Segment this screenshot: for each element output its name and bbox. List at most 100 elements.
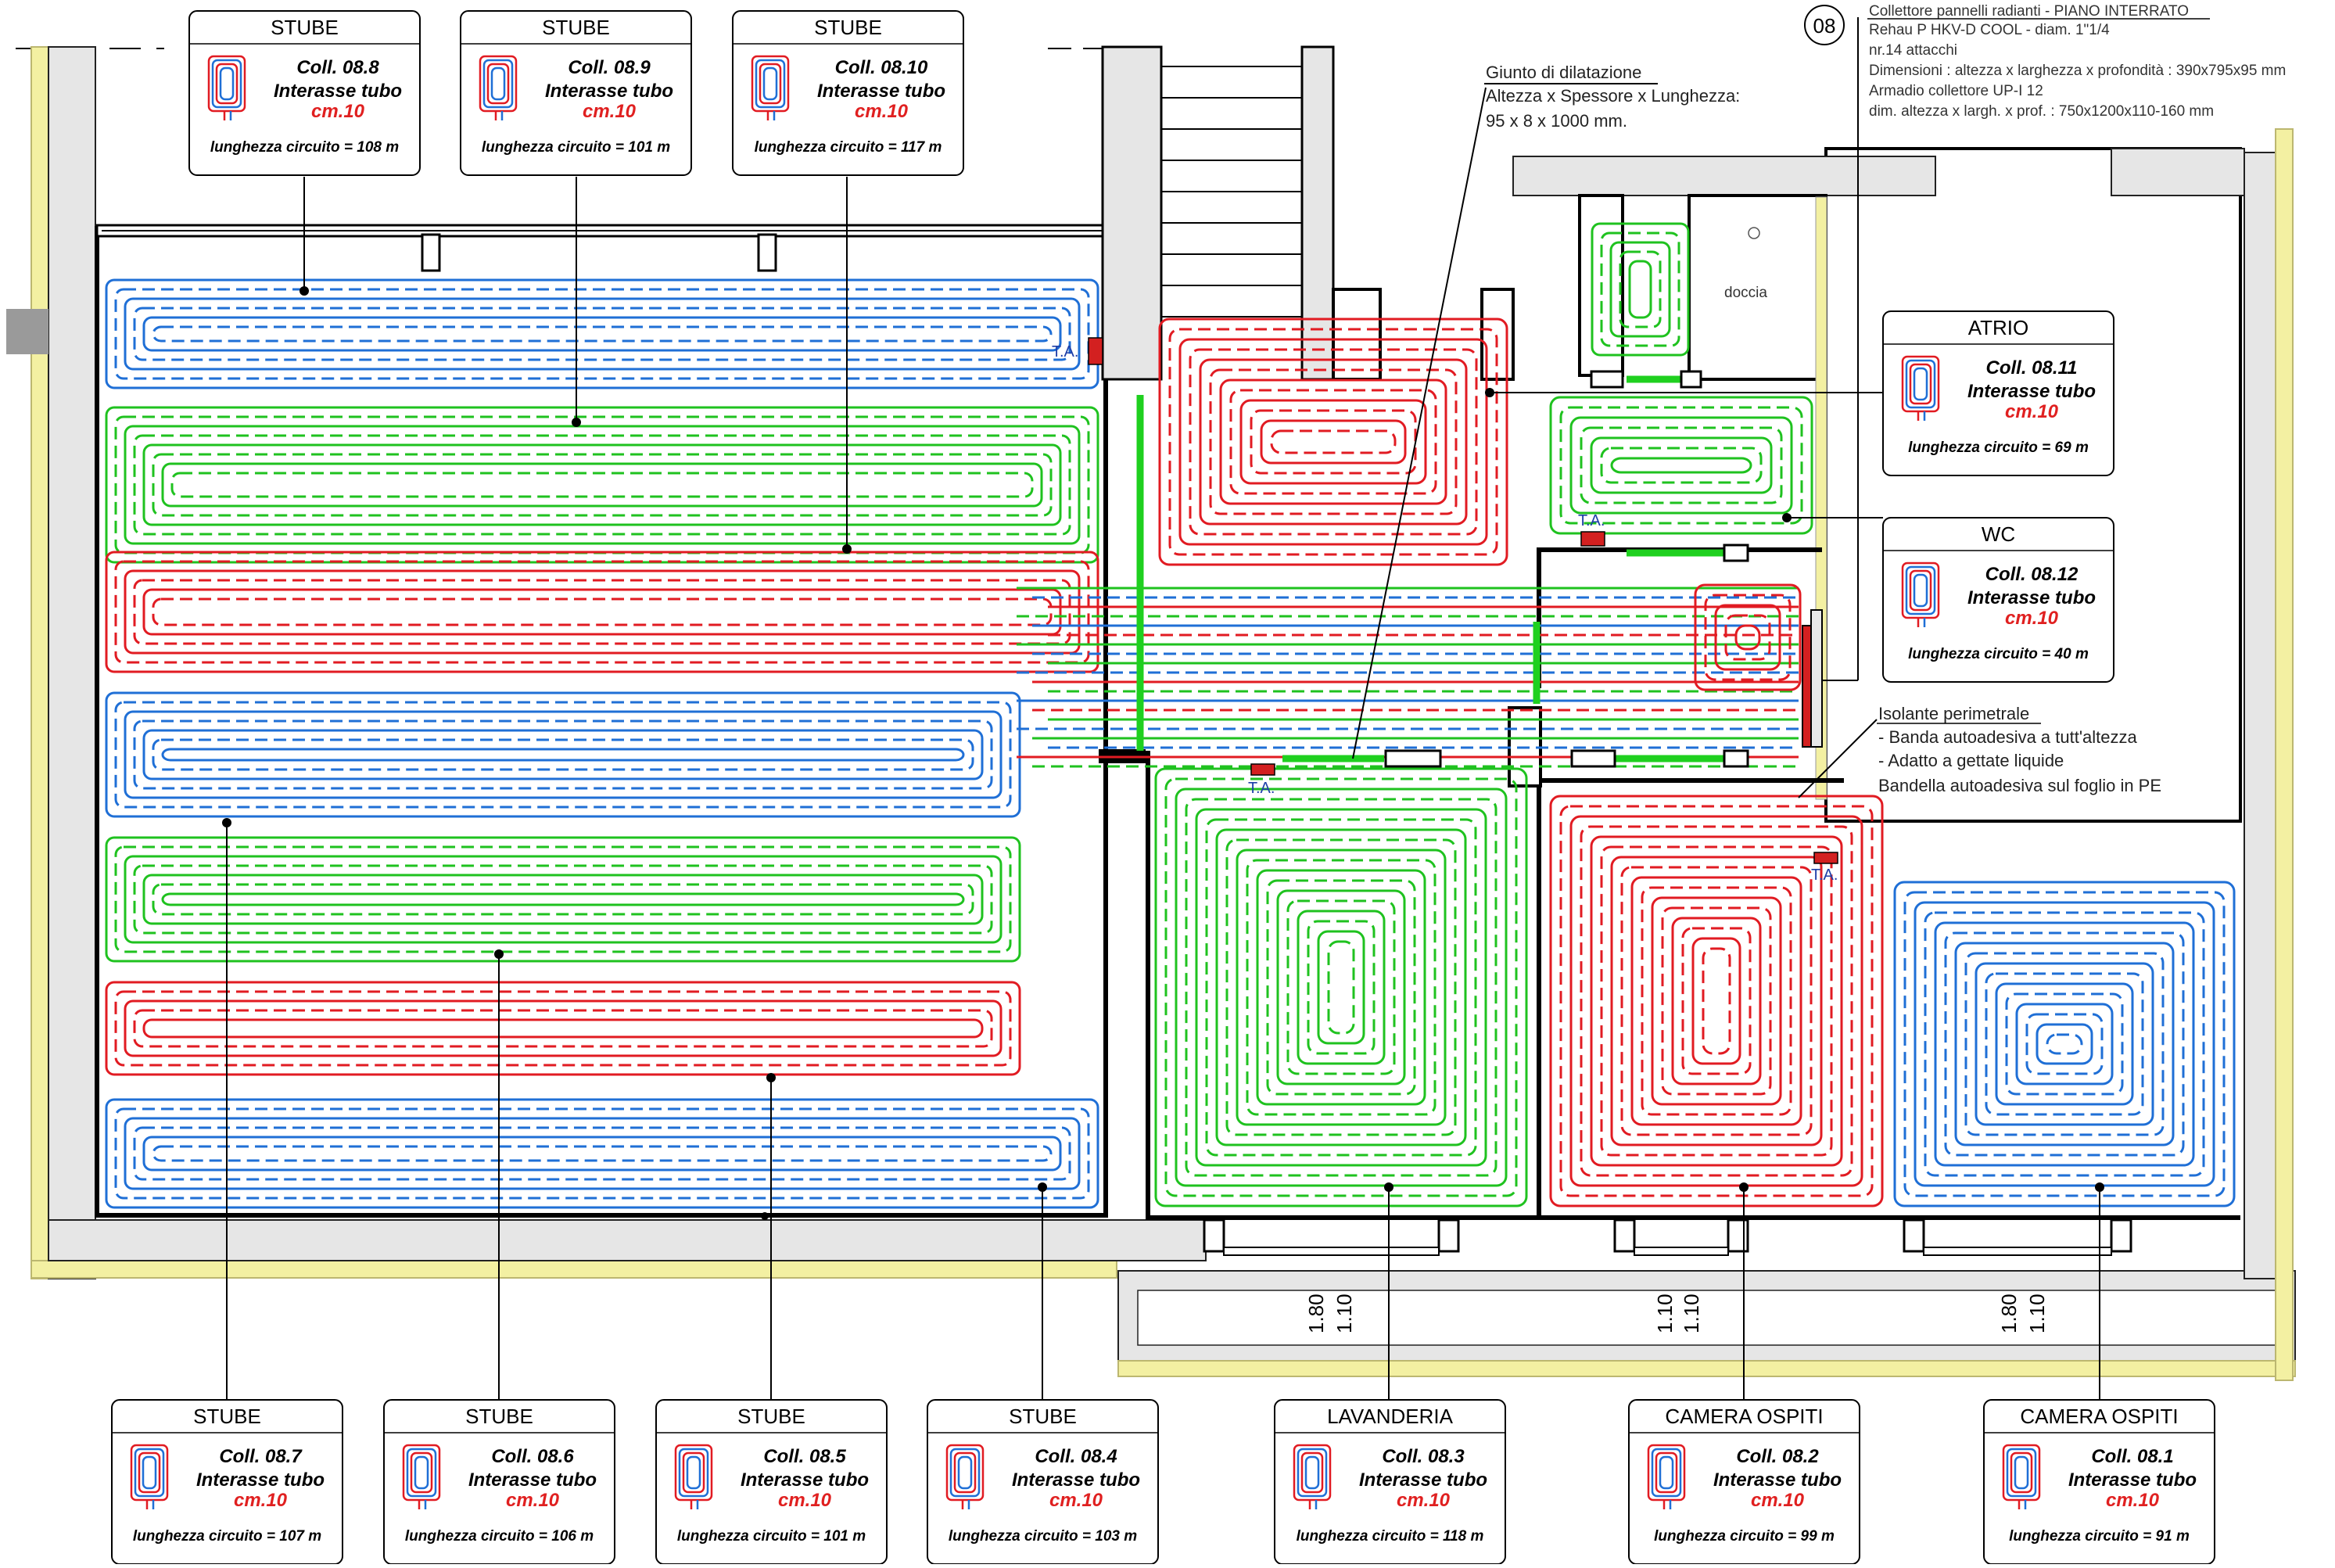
interasse-label: Interasse tubo	[196, 1469, 325, 1491]
circuit-length: lunghezza circuito = 101 m	[482, 139, 670, 156]
collector-id: Coll. 08.7	[219, 1446, 303, 1467]
dim-label: 1.10	[2025, 1294, 2049, 1333]
circuit-08-5	[105, 981, 1021, 1076]
dim-label: 1.10	[1680, 1294, 1703, 1333]
pipe-spacing: cm.10	[1049, 1490, 1103, 1511]
circuit-red-upper	[1158, 318, 1508, 566]
ta-label: T.A.	[1811, 867, 1838, 884]
collector-note-line: nr.14 attacchi	[1869, 42, 1957, 59]
collector-number: 08	[1813, 14, 1836, 38]
joint-note-title: Giunto di dilatazione	[1486, 63, 1641, 82]
ta-label: T.A.	[1578, 512, 1605, 529]
interasse-label: Interasse tubo	[1967, 381, 2096, 402]
pipe-spacing: cm.10	[583, 101, 637, 122]
collector-note-line: Collettore pannelli radianti - PIANO INT…	[1869, 3, 2189, 20]
ta-label: T.A.	[1248, 780, 1275, 797]
collector-id: Coll. 08.1	[2091, 1446, 2173, 1467]
room-name: STUBE	[814, 16, 882, 39]
collector-number-badge	[1804, 5, 1845, 45]
circuit-08-7	[105, 691, 1021, 818]
circuit-length: lunghezza circuito = 106 m	[405, 1528, 594, 1545]
insulation-note-line: Bandella autoadesiva sul foglio in PE	[1878, 776, 2161, 795]
ta-label: T.A.	[1052, 343, 1078, 361]
circuit-length: lunghezza circuito = 99 m	[1654, 1528, 1835, 1545]
pipe-spacing: cm.10	[311, 101, 365, 122]
circuit-length: lunghezza circuito = 117 m	[755, 139, 942, 156]
interasse-label: Interasse tubo	[1359, 1469, 1487, 1491]
circuit-length: lunghezza circuito = 101 m	[677, 1528, 866, 1545]
insulation-note-line: - Adatto a gettate liquide	[1878, 751, 2064, 770]
collector-id: Coll. 08.11	[1986, 357, 2078, 379]
building-walls	[6, 45, 2296, 1381]
room-name: STUBE	[737, 1405, 805, 1428]
circuit-08-2	[1549, 795, 1884, 1207]
collector-id: Coll. 08.12	[1985, 564, 2079, 585]
circuit-length: lunghezza circuito = 91 m	[2009, 1528, 2190, 1545]
collector-id: Coll. 08.4	[1035, 1446, 1117, 1467]
room-name: LAVANDERIA	[1327, 1405, 1454, 1428]
circuit-08-9	[105, 406, 1099, 564]
interasse-label: Interasse tubo	[1713, 1469, 1842, 1491]
gray-box	[6, 309, 48, 354]
circuit-08-4	[105, 1098, 1099, 1209]
collector-note: 08 Collettore pannelli radianti - PIANO …	[1804, 3, 2286, 120]
leader-dots	[222, 286, 2104, 1220]
joint-note-line: 95 x 8 x 1000 mm.	[1486, 111, 1627, 131]
interasse-label: Interasse tubo	[1967, 587, 2096, 608]
insulation-note-title: Isolante perimetrale	[1878, 704, 2029, 723]
collector-id: Coll. 08.2	[1736, 1446, 1819, 1467]
collector-id: Coll. 08.5	[763, 1446, 846, 1467]
circuit-length: lunghezza circuito = 103 m	[949, 1528, 1137, 1545]
pipe-fittings	[1384, 370, 1749, 768]
circuit-length: lunghezza circuito = 108 m	[210, 139, 399, 156]
thermostats: T.A. T.A. T.A. T.A.	[1052, 337, 1838, 884]
pipe-spacing: cm.10	[855, 101, 909, 122]
dim-label: 1.10	[1332, 1294, 1356, 1333]
collector-id: Coll. 08.8	[296, 57, 379, 78]
room-name: WC	[1982, 522, 2015, 546]
circuit-08-12	[1694, 583, 1802, 691]
pipe-spacing: cm.10	[506, 1490, 560, 1511]
insulation-note-line: - Banda autoadesiva a tutt'altezza	[1878, 727, 2138, 747]
dimensions: 1.80 1.10 1.10 1.10 1.80 1.10	[1304, 1294, 2049, 1333]
room-name: STUBE	[542, 16, 610, 39]
collector-id: Coll. 08.10	[835, 57, 928, 78]
thermostat-icon	[1250, 763, 1275, 776]
interasse-label: Interasse tubo	[2068, 1469, 2197, 1491]
collector-id: Coll. 08.3	[1382, 1446, 1465, 1467]
left-insulation	[30, 46, 49, 1279]
pipe-spacing: cm.10	[1397, 1490, 1451, 1511]
left-wall	[48, 46, 96, 1279]
joint-note-line: Altezza x Spessore x Lunghezza:	[1486, 86, 1740, 106]
collector-id: Coll. 08.9	[568, 57, 651, 78]
leader-lines	[226, 17, 2100, 1400]
dim-label: 1.10	[1653, 1294, 1677, 1333]
pipe-spacing: cm.10	[2005, 608, 2059, 629]
interasse-label: Interasse tubo	[741, 1469, 869, 1491]
pipe-spacing: cm.10	[2106, 1490, 2160, 1511]
interasse-label: Interasse tubo	[1012, 1469, 1140, 1491]
pipe-spacing: cm.10	[1751, 1490, 1805, 1511]
thermostat-icon	[1580, 531, 1605, 547]
collector-note-line: Rehau P HKV-D COOL - diam. 1"1/4	[1869, 22, 2110, 38]
room-name: STUBE	[193, 1405, 261, 1428]
interasse-label: Interasse tubo	[545, 81, 673, 102]
interasse-label: Interasse tubo	[817, 81, 945, 102]
room-name: STUBE	[271, 16, 339, 39]
transit-pipes	[1017, 587, 1799, 768]
circuit-08-11-upper	[1591, 222, 1690, 357]
insulation-note: Isolante perimetrale - Banda autoadesiva…	[1877, 704, 2161, 795]
joint-note: Giunto di dilatazione Altezza x Spessore…	[1486, 63, 1740, 131]
room-name: STUBE	[465, 1405, 533, 1428]
